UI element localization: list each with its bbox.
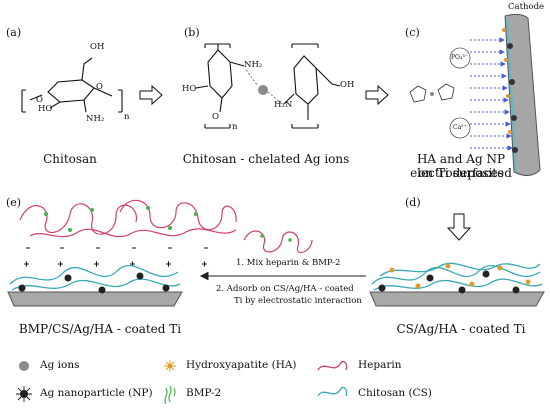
ag-ion-chelated bbox=[245, 69, 283, 105]
heparin-bmp-mixture bbox=[243, 230, 313, 254]
group-nh2-a: NH₂ bbox=[86, 114, 105, 124]
panel-d-label: (d) bbox=[405, 196, 421, 209]
chelate-structure bbox=[195, 43, 341, 129]
small-chitosan-ag bbox=[409, 83, 455, 103]
group-ho-a: HO bbox=[38, 104, 53, 114]
legend-label-ag-ions: Ag ions bbox=[40, 359, 80, 371]
panel-c-label: (c) bbox=[405, 26, 420, 39]
step-2-text-line1: 2. Adsorb on CS/Ag/HA - coated bbox=[216, 284, 354, 294]
group-oh-a: OH bbox=[90, 42, 105, 52]
caption-b: Chitosan - chelated Ag ions bbox=[182, 152, 350, 166]
legend-label-ha: Hydroxyapatite (HA) bbox=[186, 359, 297, 371]
process-arrow-bc bbox=[365, 84, 389, 106]
ca-ion-bubble bbox=[449, 117, 471, 139]
legend-label-chitosan: Chitosan (CS) bbox=[358, 387, 432, 399]
ti-substrate-d bbox=[369, 291, 545, 307]
caption-a: Chitosan bbox=[43, 152, 97, 166]
ti-substrate-e bbox=[7, 291, 183, 307]
caption-d: CS/Ag/HA - coated Ti bbox=[396, 322, 526, 336]
ha-particles-d bbox=[389, 263, 531, 289]
group-nh2-b-left: NH₂ bbox=[244, 60, 263, 70]
chitosan-network-e bbox=[9, 264, 181, 291]
panel-a-label: (a) bbox=[6, 26, 22, 39]
chitosan-network-d bbox=[371, 262, 543, 291]
legend-heparin-icon bbox=[317, 360, 348, 371]
step-2-text-line2: Ti by electrostatic interaction bbox=[234, 296, 362, 306]
group-n-a: n bbox=[124, 112, 130, 122]
caption-e: BMP/CS/Ag/HA - coated Ti bbox=[18, 322, 182, 336]
group-oh-b: OH bbox=[340, 80, 355, 90]
field-arrows bbox=[470, 37, 513, 151]
legend-label-ag-np: Ag nanoparticle (NP) bbox=[40, 387, 153, 399]
ag-np-e bbox=[18, 272, 170, 294]
legend-chitosan-icon bbox=[317, 386, 348, 397]
legend-ag-np-icon bbox=[16, 386, 32, 402]
ca-label: Ca²⁺ bbox=[453, 124, 467, 131]
ag-np-d bbox=[378, 270, 520, 294]
legend-ha-icon bbox=[164, 360, 176, 372]
legend-label-bmp2: BMP-2 bbox=[186, 387, 222, 399]
legend-ag-ion-icon bbox=[19, 361, 29, 371]
deposited-particles-c bbox=[502, 28, 518, 153]
group-n-b: n bbox=[232, 122, 238, 132]
group-o-b: O bbox=[212, 112, 219, 122]
bmp2-dots-e bbox=[44, 206, 198, 232]
group-h2n-b-right: H₂N bbox=[274, 100, 293, 110]
chitosan-structure bbox=[21, 57, 123, 113]
process-arrow-cd bbox=[446, 213, 472, 241]
legend-label-heparin: Heparin bbox=[358, 359, 402, 371]
panel-b-label: (b) bbox=[184, 26, 200, 39]
po4-label: PO₄³⁻ bbox=[451, 54, 468, 61]
caption-c-line2: on Ti surfaces bbox=[418, 166, 504, 180]
po4-ion-bubble bbox=[449, 47, 471, 69]
caption-c-line1: HA and Ag NP electrodeposited bbox=[410, 152, 512, 180]
step-1-text: 1. Mix heparin & BMP-2 bbox=[236, 258, 341, 268]
group-o-link-a: O bbox=[36, 95, 43, 105]
cathode-label: Cathode bbox=[508, 2, 545, 12]
group-o-ring-a: O bbox=[96, 82, 103, 92]
group-ho-b: HO bbox=[182, 84, 197, 94]
legend-bmp2-icon bbox=[164, 385, 176, 405]
panel-e-label: (e) bbox=[6, 196, 22, 209]
charge-row-plus bbox=[24, 261, 207, 267]
process-arrow-ab bbox=[139, 84, 163, 106]
heparin-cloud-e bbox=[19, 199, 237, 238]
